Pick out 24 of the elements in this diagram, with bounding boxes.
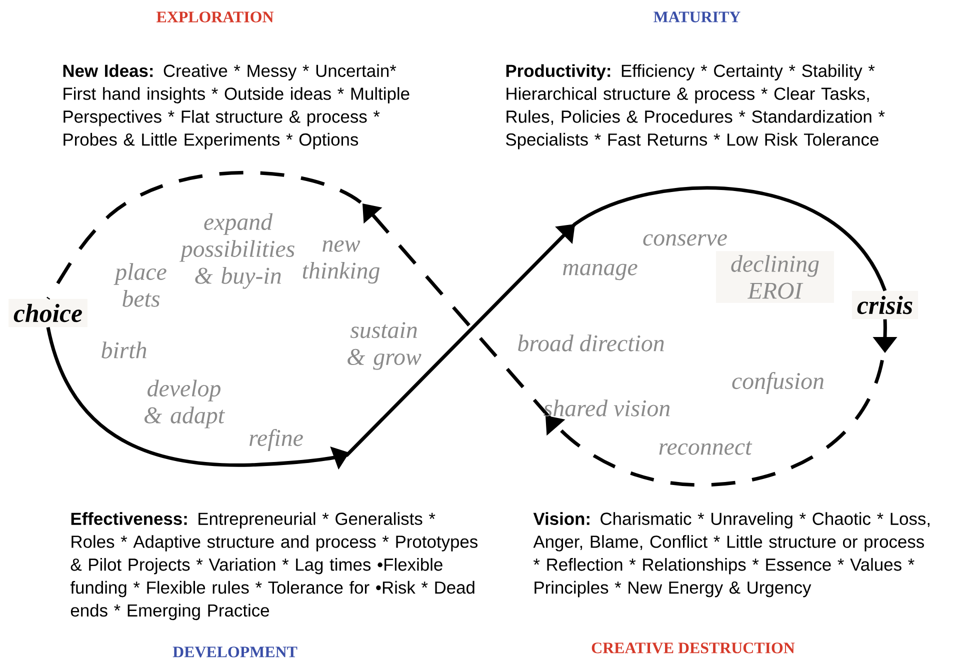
phase-title: DEVELOPMENT <box>172 646 298 658</box>
process-label: shared vision <box>544 400 670 416</box>
process-label: sustain & grow <box>348 322 422 370</box>
process-label: broad direction <box>518 334 664 352</box>
description-text: Vision: Charismatic * Unraveling * Chaotic * Loss, Anger, Blame, Conflict * Little structure or process * Reflection * Relationships * Essence * Values * Principles * New Energy & Urgency <box>533 512 930 598</box>
process-label: place bets <box>114 263 166 307</box>
process-label: confusion <box>732 372 824 394</box>
process-label: conserve <box>643 234 727 246</box>
description-text: Effectiveness: Entrepreneurial * Generalists * Roles * Adaptive structure and process * Prototypes & Pilot Projects * Variation * Lag times •Flexible funding * Flexible rules * Tolerance for •Risk * Dead ends * Emerging Practice <box>70 512 478 620</box>
phase-title: EXPLORATION <box>156 12 274 22</box>
process-label: reconnect <box>659 441 752 455</box>
process-label: declining EROI <box>716 251 834 303</box>
phase-title: CREATIVE DESTRUCTION <box>592 642 795 654</box>
process-label: manage <box>563 264 638 280</box>
process-label: expand possibilities & buy-in <box>179 213 294 289</box>
description-text: New Ideas: Creative * Messy * Uncertain* First hand insights * Outside ideas * Multiple Perspectives * Flat structure & process * Probes & Little Experiments * Options <box>63 64 410 150</box>
process-label: birth <box>102 342 146 358</box>
state-label: crisis <box>852 290 918 320</box>
process-label: new thinking <box>302 240 380 284</box>
description-text: Productivity: Efficiency * Certainty * Stability * Hierarchical structure & process * Clear Tasks, Rules, Policies & Procedures * Standardization * Specialists * Fast Returns * Low Risk Tolerance <box>506 64 885 150</box>
state-label: choice <box>8 298 88 328</box>
process-label: develop & adapt <box>144 380 225 428</box>
process-label: refine <box>250 429 303 451</box>
phase-title: MATURITY <box>654 12 740 22</box>
